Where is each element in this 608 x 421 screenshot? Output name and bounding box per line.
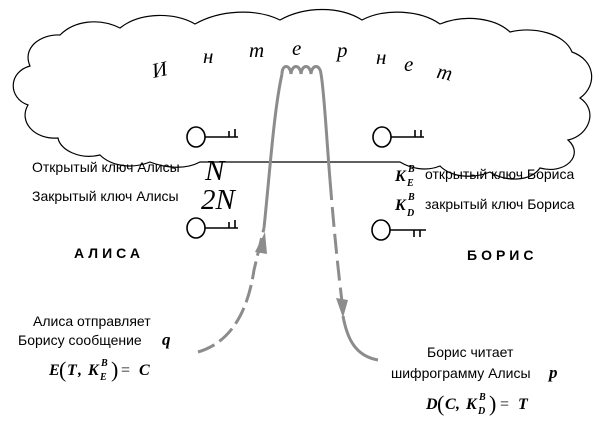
formula-paren: ( — [437, 391, 444, 416]
bob-open-key-symbol: K B E — [394, 164, 415, 189]
bob-message-var: p — [547, 363, 558, 382]
internet-label: И н т е р н е т — [149, 36, 455, 86]
key-sup: B — [407, 192, 415, 203]
bob-closed-key-label: закрытый ключ Бориса — [425, 196, 575, 212]
bob-closed-key-symbol: K B D — [394, 192, 415, 219]
internet-letter: т — [435, 59, 455, 86]
key-sub: E — [406, 178, 414, 189]
channel-left-rise — [262, 73, 284, 229]
cloud-to-bob-dashed — [328, 179, 345, 311]
formula-func: E — [48, 362, 60, 379]
formula-key-sup: B — [100, 358, 108, 369]
key-icon — [186, 126, 238, 148]
channel-coil — [280, 65, 332, 181]
formula-key-base: K — [465, 396, 478, 413]
internet-cloud — [12, 8, 593, 180]
alice-encrypt-formula: E ( T , K B E ) = C — [48, 357, 150, 383]
alice-to-cloud-dashed — [197, 227, 266, 354]
key-base: K — [394, 197, 407, 214]
bob-open-key-label: открытый ключ Бориса — [425, 166, 574, 182]
bob-message-line2: шифрограмму Алисы — [391, 365, 531, 381]
formula-result: T — [518, 396, 529, 413]
key-icon — [371, 219, 426, 241]
channel-bob-end — [341, 315, 379, 362]
internet-letter: И — [149, 56, 172, 83]
formula-paren: ) — [489, 391, 496, 416]
alice-message-line1: Алиса отправляет — [33, 313, 151, 329]
channel-path — [197, 65, 379, 362]
alice-open-key-symbol: N — [204, 155, 226, 187]
formula-key-base: K — [87, 362, 100, 379]
internet-letter: т — [249, 38, 264, 62]
formula-comma: , — [455, 396, 460, 413]
key-sup: B — [407, 164, 415, 175]
formula-key-sub: E — [99, 372, 107, 383]
formula-result: C — [139, 362, 150, 379]
formula-equals: = — [121, 362, 130, 379]
alice-message-var: q — [162, 330, 171, 349]
bob-name: БОРИС — [467, 247, 537, 263]
internet-letter: н — [376, 45, 386, 69]
formula-comma: , — [77, 362, 82, 379]
formula-arg: T — [67, 362, 78, 379]
internet-letter: е — [292, 36, 301, 60]
formula-arg: C — [445, 396, 456, 413]
internet-letter: н — [203, 44, 213, 68]
internet-letter: е — [404, 52, 413, 76]
alice-closed-key-symbol: 2N — [201, 184, 237, 216]
bob-message-line1: Борис читает — [427, 344, 514, 360]
arrowhead-down-icon — [336, 298, 348, 318]
bob-decrypt-formula: D ( C , K B D ) = T — [425, 391, 529, 417]
alice-message-line2: Борису сообщение — [18, 332, 142, 348]
arrowhead-up-icon — [255, 232, 267, 254]
formula-func: D — [425, 396, 438, 413]
formula-key-sup: B — [478, 392, 486, 403]
key-icon — [372, 126, 424, 148]
formula-paren: ( — [59, 357, 66, 382]
internet-letter: р — [335, 38, 348, 62]
formula-paren: ) — [111, 357, 118, 382]
key-base: K — [394, 168, 407, 185]
formula-key-sub: D — [477, 406, 485, 417]
formula-equals: = — [500, 396, 509, 413]
key-sub: D — [406, 208, 414, 219]
alice-closed-key-label: Закрытый ключ Алисы — [32, 188, 179, 204]
key-icon — [186, 217, 238, 239]
alice-open-key-label: Открытый ключ Алисы — [32, 159, 180, 175]
alice-name: АЛИСА — [74, 245, 144, 261]
